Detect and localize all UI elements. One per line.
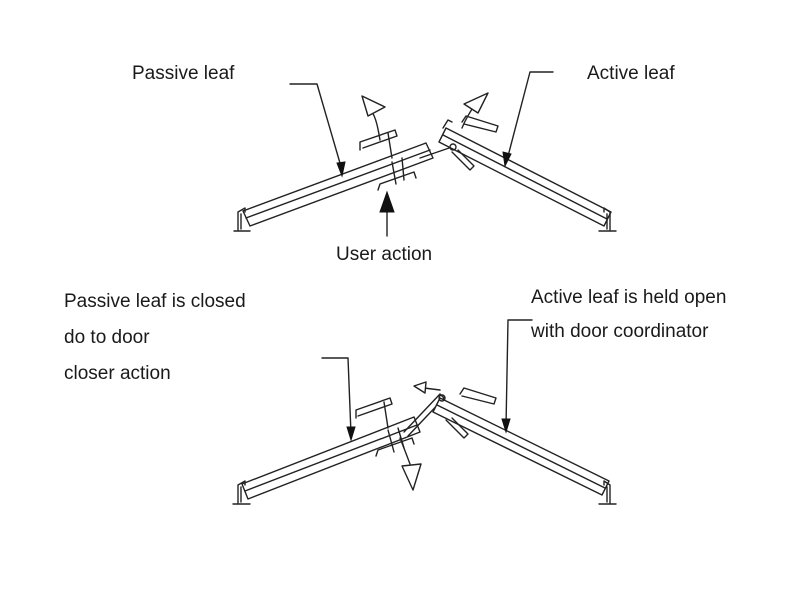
bottom-coordinator-arrow — [413, 381, 441, 394]
user-action-label: User action — [336, 244, 433, 265]
bottom-passive-close-arrow — [399, 437, 422, 491]
bottom-active-leaf — [432, 387, 617, 505]
top-passive-swing-arrow — [361, 95, 386, 141]
top-passive-leaf — [233, 129, 453, 232]
top-active-leaf-label: Active leaf — [587, 63, 675, 84]
top-leader-lines — [289, 71, 554, 178]
bottom-passive-label-line-1: Passive leaf is closed — [64, 291, 246, 312]
bottom-scene — [232, 319, 617, 505]
bottom-passive-label-line-2: do to door — [64, 327, 150, 348]
user-action-arrow — [379, 190, 395, 237]
bottom-active-label-line-1: Active leaf is held open — [531, 287, 727, 308]
bottom-active-label-line-2: with door coordinator — [531, 321, 709, 342]
bottom-leader-lines — [321, 319, 533, 442]
bottom-passive-leaf — [232, 393, 445, 505]
top-active-leaf — [438, 115, 617, 232]
top-active-swing-arrow — [461, 92, 489, 129]
top-passive-leaf-label: Passive leaf — [132, 63, 235, 84]
top-scene — [233, 71, 617, 237]
bottom-passive-label-line-3: closer action — [64, 363, 171, 384]
